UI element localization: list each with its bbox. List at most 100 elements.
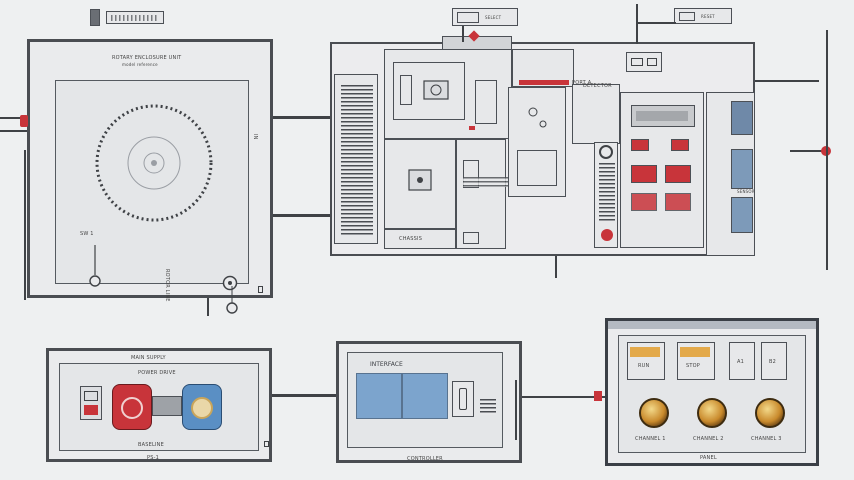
controller-link-plug[interactable] (594, 391, 602, 401)
channel-knob-3-label: CHANNEL 3 (751, 436, 782, 442)
left-bottom-wire (207, 298, 209, 316)
grid-button-3[interactable] (631, 193, 657, 211)
red-motor[interactable] (112, 384, 152, 430)
power-terminal (264, 441, 269, 447)
controller-block (456, 139, 506, 249)
memory-slot[interactable] (475, 80, 497, 124)
detector-label: DETECTOR (583, 83, 612, 89)
sensor-column: SENSOR (706, 92, 755, 256)
controller-display-right[interactable] (402, 373, 448, 419)
sensor-cell-1[interactable] (731, 101, 753, 135)
main-chassis: CHASSIS DETECTOR SE (330, 36, 755, 256)
dsp-chip[interactable] (517, 150, 557, 186)
right-tap-wire (790, 150, 830, 152)
bus-wire-lower (273, 214, 331, 217)
channel-knob-2[interactable] (697, 398, 727, 428)
channel-knob-1[interactable] (639, 398, 669, 428)
rotor-dial-hub (143, 152, 165, 174)
grid-button-4[interactable] (665, 193, 691, 211)
left-vertical-wire (24, 150, 26, 300)
switch-button-b2-label: B2 (769, 359, 777, 365)
controller-unit: INTERFACE CONTROLLER (336, 341, 522, 463)
power-bottom-tag: PS-1 (147, 455, 159, 461)
switch-panel: RUN STOP A1 B2 CHANNEL 1 CHANNEL 2 CHANN… (605, 318, 819, 466)
controller-jack[interactable] (463, 232, 479, 244)
controller-port[interactable] (452, 381, 474, 417)
rotor-dial-ring (95, 104, 213, 222)
select-switch-wire (462, 26, 464, 42)
small-terminal-icon (258, 286, 263, 293)
motor-coupling (152, 396, 182, 416)
switch-button-stop[interactable]: STOP (677, 342, 715, 380)
power-inner: POWER DRIVE BASELINE (59, 363, 259, 451)
right-vertical-wire (826, 30, 828, 270)
controller-display-left[interactable] (356, 373, 402, 419)
heatsink-strip (594, 142, 618, 248)
chip-icon (423, 80, 449, 100)
grid-button-5[interactable] (631, 139, 649, 151)
rotary-inner-panel: SW 1 ROTOR LINE (55, 80, 263, 314)
rotor-dial-icon[interactable] (92, 101, 216, 225)
reset-switch[interactable]: RESET (674, 8, 732, 24)
port-label: PORT A (572, 80, 592, 86)
channel-knob-1-label: CHANNEL 1 (635, 436, 666, 442)
rotor-dial-inner-ring (127, 136, 181, 190)
rotor-vertical-label: ROTOR LINE (164, 269, 170, 302)
button-grid-block (620, 92, 704, 248)
left-connector-plug[interactable] (20, 115, 28, 127)
switch-button-a1[interactable]: A1 (729, 342, 755, 380)
probe-icon[interactable] (226, 286, 238, 316)
rotary-unit-subcaption: model reference (122, 62, 158, 67)
power-to-controller-wire (272, 394, 336, 397)
switch-button-run[interactable]: RUN (627, 342, 665, 380)
grid-button-6[interactable] (671, 139, 689, 151)
rotary-side-label: IN (252, 134, 258, 140)
dsp-block (508, 87, 566, 197)
left-input-wire (0, 117, 27, 119)
left-header-switch[interactable] (90, 9, 164, 26)
left-input-wire-lower (0, 130, 27, 132)
channel-knob-2-label: CHANNEL 2 (693, 436, 724, 442)
fan-icon[interactable] (222, 275, 238, 291)
storage-block (384, 139, 456, 229)
top-rail (512, 49, 574, 87)
resistor-icon (528, 107, 547, 128)
switch-button-b2[interactable]: B2 (761, 342, 787, 380)
toggle-label: SW 1 (80, 231, 94, 237)
grid-button-2[interactable] (665, 165, 691, 183)
indicator-light-red (469, 126, 475, 130)
status-module[interactable] (626, 52, 662, 72)
drive-icon[interactable] (407, 168, 433, 192)
grid-display[interactable] (631, 105, 695, 127)
controller-to-panel-wire (522, 396, 606, 398)
rotor-dial-center (151, 160, 157, 166)
blue-motor[interactable] (182, 384, 222, 430)
chip-module[interactable] (393, 62, 465, 120)
main-bottom-wire (555, 256, 557, 278)
toggle-switch-icon[interactable] (89, 245, 101, 291)
rotary-enclosure-unit: ROTARY ENCLOSURE UNIT model reference SW… (27, 39, 273, 314)
heatsink-fins (599, 163, 615, 223)
select-switch[interactable]: SELECT (452, 8, 518, 26)
rotary-unit-caption: ROTARY ENCLOSURE UNIT (112, 55, 182, 61)
channel-knob-3[interactable] (755, 398, 785, 428)
bus-wire-upper (273, 116, 331, 119)
sensor-cell-2[interactable] (731, 149, 753, 189)
heatsink-fan-icon[interactable] (599, 145, 613, 159)
select-switch-label: SELECT (485, 15, 502, 20)
switch-panel-titlebar (608, 321, 816, 329)
power-title: MAIN SUPPLY (131, 355, 166, 361)
controller-side-wire (515, 380, 517, 440)
switch-button-run-label: RUN (638, 363, 650, 369)
reset-wire-horizontal (636, 22, 676, 24)
reset-wire-vertical (636, 4, 638, 44)
io-block: DETECTOR (572, 83, 620, 144)
grid-button-1[interactable] (631, 165, 657, 183)
right-rail-wire (755, 80, 819, 82)
controller-title: INTERFACE (370, 361, 403, 368)
chassis-tag-box: CHASSIS (384, 229, 456, 249)
top-rail-red-bar (519, 80, 569, 85)
sensor-cell-3[interactable] (731, 197, 753, 233)
chassis-vent-strip (334, 74, 378, 244)
power-meter[interactable] (80, 386, 102, 420)
